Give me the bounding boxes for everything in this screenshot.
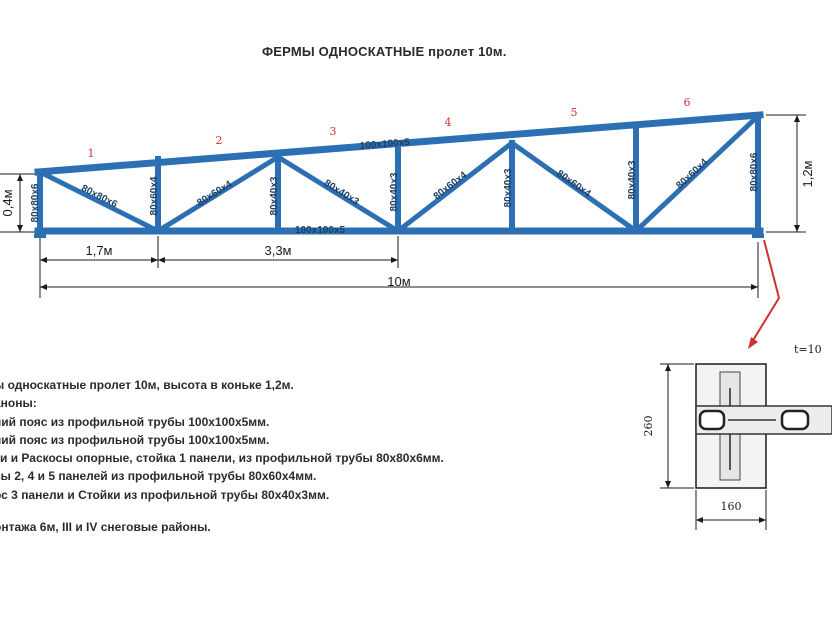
bolt-hole-left (698, 409, 726, 431)
label-diag-5: 80х60х4 (554, 168, 593, 200)
note-line-1: ы односкатные пролет 10м, высота в коньк… (0, 378, 294, 392)
diag-3 (274, 153, 402, 235)
label-diag-2: 80х60х4 (195, 179, 234, 209)
note-line-8: онтажа 6м, III и IV снеговые районы. (0, 520, 211, 535)
diag-2 (154, 153, 282, 235)
detail-leader-arrow (748, 337, 758, 349)
diagram-title: ФЕРМЫ ОДНОСКАТНЫЕ пролет 10м. (262, 44, 507, 59)
label-diag-3: 80х40х3 (322, 178, 361, 208)
label-diag-6: 80х60х4 (674, 157, 710, 192)
panel-number-5: 5 (571, 106, 578, 119)
panel-number-2: 2 (216, 134, 223, 147)
label-post-6: 80х40х3 (627, 160, 638, 199)
panel-number-6: 6 (684, 96, 691, 109)
detail-width-label: 160 (721, 500, 742, 513)
panel-numbers: 1 2 3 4 5 6 (88, 96, 691, 160)
dim-right-height: 1,2м (800, 160, 815, 187)
detail-thickness-label: t=10 (794, 343, 822, 356)
diag-1 (36, 168, 162, 235)
dimension-lines (0, 114, 806, 298)
diag-4 (394, 139, 516, 235)
detail-height-label: 260 (642, 416, 655, 437)
label-post-end: 80х80х6 (749, 152, 760, 191)
label-post-2: 80х60х4 (149, 176, 160, 215)
label-bottom-chord: 100х100х5 (295, 225, 345, 236)
dim-span: 10м (387, 274, 410, 289)
panel-number-4: 4 (445, 116, 452, 129)
note-line-2: аноны: (0, 396, 37, 411)
panel-number-3: 3 (330, 125, 337, 138)
note-spacer (0, 504, 444, 518)
diag-6 (632, 112, 762, 235)
dimension-arrows (17, 115, 800, 290)
detail-leader (751, 239, 781, 343)
note-line-4: ний пояс из профильной трубы 100х100х5мм… (0, 432, 270, 447)
label-post-3: 80х40х3 (269, 176, 280, 215)
support-left (34, 234, 46, 238)
note-line-7: ос 3 панели и Стойки из профильной трубы… (0, 487, 330, 502)
note-line-3: ний пояс из профильной трубы 100х100х5мм… (0, 414, 270, 429)
spec-notes: ы односкатные пролет 10м, высота в коньк… (0, 376, 444, 536)
label-post-4: 80х40х3 (389, 172, 400, 211)
label-post-5: 80х40х3 (503, 168, 514, 207)
label-diag-4: 80х60х4 (432, 169, 470, 202)
note-line-6: сы 2, 4 и 5 панелей из профильной трубы … (0, 469, 317, 484)
dim-panel-1: 1,7м (85, 243, 112, 258)
truss (34, 111, 764, 238)
support-right (752, 234, 764, 238)
label-post-1: 80х80х6 (30, 183, 41, 222)
panel-number-1: 1 (88, 147, 95, 160)
top-chord (34, 111, 764, 176)
dim-panels-2-3: 3,3м (264, 243, 291, 258)
note-line-5: ки и Раскосы опорные, стойка 1 панели, и… (0, 451, 444, 466)
diag-5 (508, 139, 640, 235)
base-plate-detail: 260 160 t=10 (642, 343, 832, 530)
label-top-chord: 100х100х5 (359, 137, 410, 152)
dim-left-height: 0,4м (0, 189, 15, 216)
bolt-hole-right (780, 409, 810, 431)
